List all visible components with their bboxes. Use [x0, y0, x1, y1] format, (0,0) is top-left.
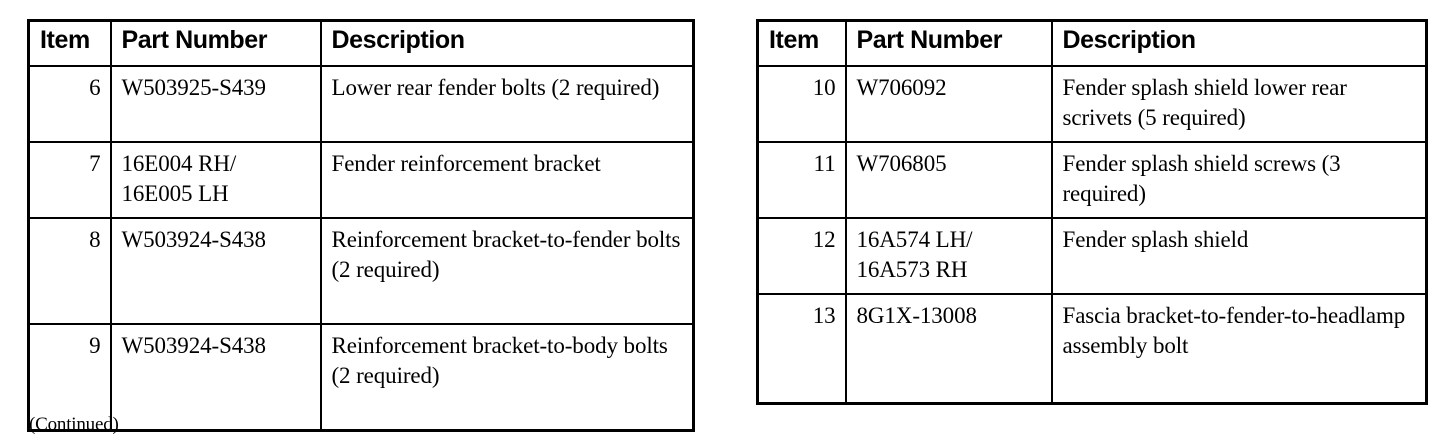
table-row: 8 W503924-S438 Reinforcement bracket-to-…: [27, 217, 695, 325]
cell-item: 10: [756, 65, 847, 143]
table-row: 9 W503924-S438 Reinforcement bracket-to-…: [27, 323, 695, 432]
cell-description: Fender reinforcement bracket: [319, 141, 695, 219]
table-row: 7 16E004 RH/ 16E005 LH Fender reinforcem…: [27, 141, 695, 219]
cell-description: Fender splash shield screws (3 required): [1050, 141, 1428, 219]
cell-item: 7: [27, 141, 112, 219]
cell-part-number: 16E004 RH/ 16E005 LH: [109, 141, 322, 219]
table-header-row: Item Part Number Description: [756, 19, 1428, 67]
table-row: 11 W706805 Fender splash shield screws (…: [756, 141, 1428, 219]
cell-description: Lower rear fender bolts (2 required): [319, 65, 695, 143]
cell-description: Reinforcement bracket-to-body bolts (2 r…: [319, 323, 695, 432]
cell-item: 13: [756, 293, 847, 405]
cell-description: Fender splash shield: [1050, 217, 1428, 295]
column-header-description: Description: [1050, 19, 1428, 67]
table-row: 6 W503925-S439 Lower rear fender bolts (…: [27, 65, 695, 143]
table-row: 13 8G1X-13008 Fascia bracket-to-fender-t…: [756, 293, 1428, 405]
cell-part-number-line: 16E004 RH/: [121, 151, 237, 176]
cell-part-number-line: 16A574 LH/: [856, 227, 973, 252]
cell-part-number: W503924-S438: [109, 217, 322, 325]
cell-description: Reinforcement bracket-to-fender bolts (2…: [319, 217, 695, 325]
table-row: 10 W706092 Fender splash shield lower re…: [756, 65, 1428, 143]
cell-item: 12: [756, 217, 847, 295]
cell-part-number: W706092: [844, 65, 1053, 143]
cell-item: 11: [756, 141, 847, 219]
cell-part-number: W503925-S439: [109, 65, 322, 143]
cell-description: Fascia bracket-to-fender-to-headlamp ass…: [1050, 293, 1428, 405]
cell-part-number: W503924-S438: [109, 323, 322, 432]
cell-item: 6: [27, 65, 112, 143]
cell-part-number: 16A574 LH/ 16A573 RH: [844, 217, 1053, 295]
cell-part-number-line: 16A573 RH: [856, 256, 968, 282]
column-header-item: Item: [27, 19, 112, 67]
column-header-item: Item: [756, 19, 847, 67]
cell-item: 8: [27, 217, 112, 325]
parts-table-right: Item Part Number Description 10 W706092 …: [756, 19, 1428, 405]
cell-item: 9: [27, 323, 112, 432]
cell-part-number: W706805: [844, 141, 1053, 219]
parts-table-left: Item Part Number Description 6 W503925-S…: [27, 19, 695, 432]
continued-caption: (Continued): [29, 414, 119, 435]
column-header-description: Description: [319, 19, 695, 67]
table-row: 12 16A574 LH/ 16A573 RH Fender splash sh…: [756, 217, 1428, 295]
table-header-row: Item Part Number Description: [27, 19, 695, 67]
cell-part-number: 8G1X-13008: [844, 293, 1053, 405]
column-header-part-number: Part Number: [844, 19, 1053, 67]
cell-part-number-line: 16E005 LH: [121, 180, 229, 206]
column-header-part-number: Part Number: [109, 19, 322, 67]
cell-description: Fender splash shield lower rear scrivets…: [1050, 65, 1428, 143]
